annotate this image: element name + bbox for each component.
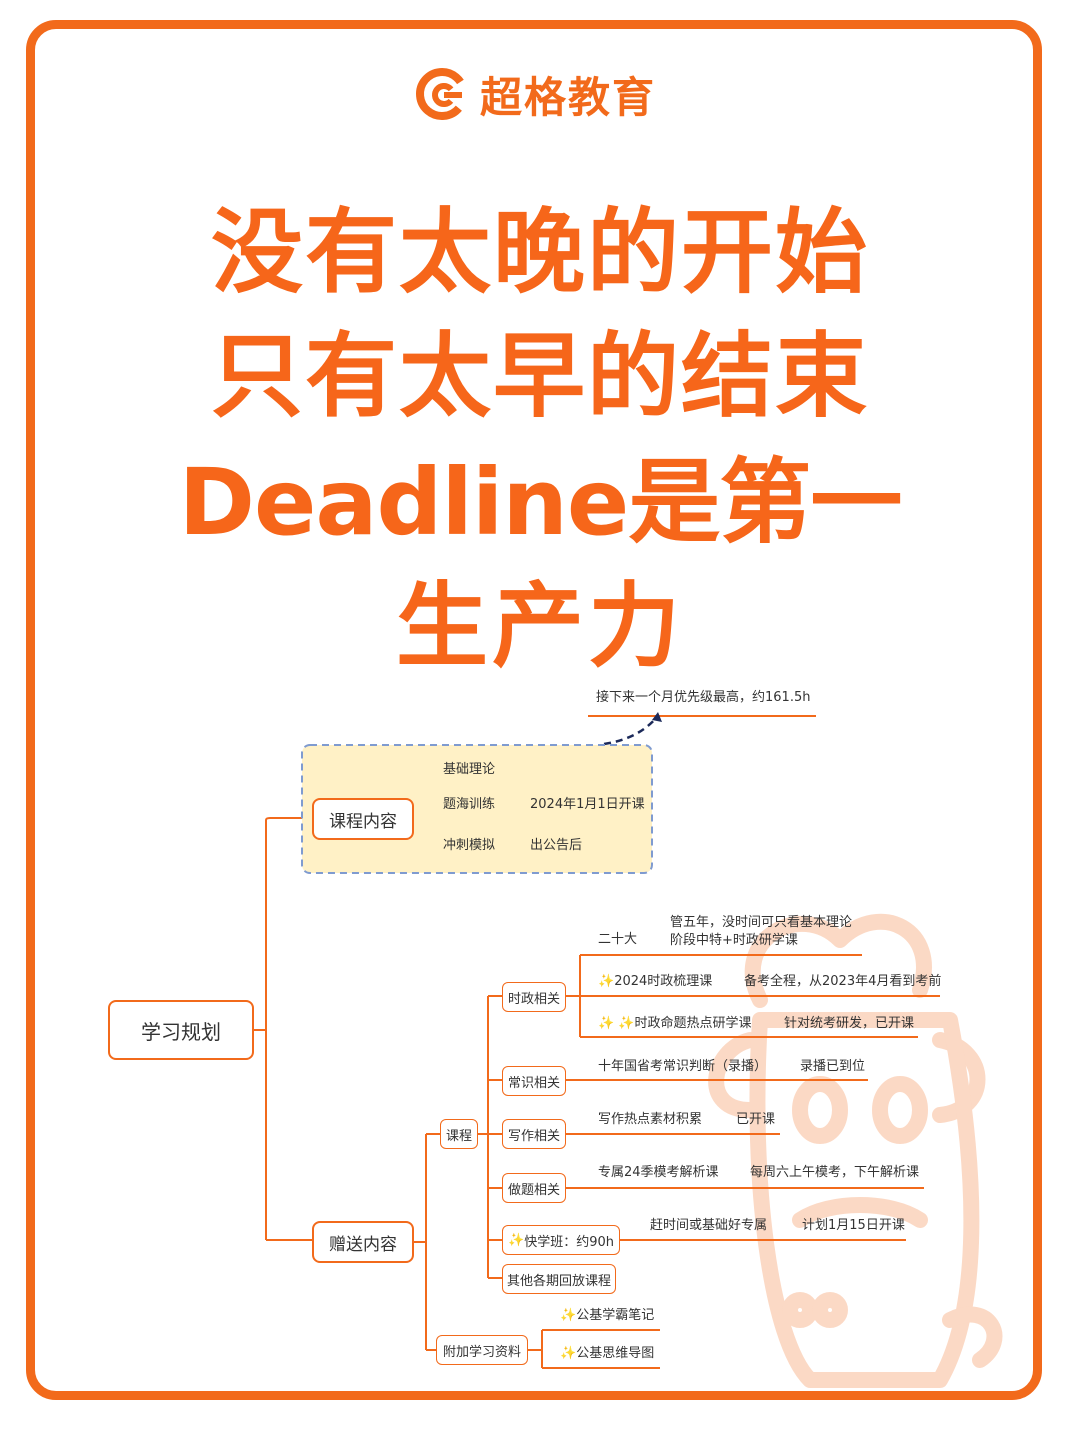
gift-course-node: 课程 xyxy=(440,1119,478,1149)
practice-item-detail: 每周六上午模考，下午解析课 xyxy=(750,1165,920,1180)
sparkle-icon: ✨ xyxy=(560,1346,577,1361)
headline-line-2: 只有太早的结束 xyxy=(210,323,869,430)
brand-logo-icon xyxy=(416,68,468,120)
course-item-sprint: 冲刺模拟 xyxy=(443,838,496,853)
mascot-watermark xyxy=(708,913,1003,1388)
sparkle-icon: ✨ xyxy=(560,1308,577,1323)
practice-node: 做题相关 xyxy=(502,1173,566,1203)
writing-item-detail: 已开课 xyxy=(736,1112,776,1127)
course-item-basic: 基础理论 xyxy=(443,762,496,777)
course-item-drill: 题海训练 xyxy=(443,797,496,812)
sparkle-icon: ✨ xyxy=(598,974,615,989)
fast-class-node: ✨快学班：约90h xyxy=(502,1225,620,1255)
card-frame xyxy=(26,20,1042,1400)
sparkle-icon: ✨ xyxy=(508,1232,525,1248)
fast-class-detail: 计划1月15日开课 xyxy=(802,1218,905,1233)
politics-item-review: ✨2024时政梳理课 xyxy=(598,974,713,989)
politics-item-twenty: 二十大 xyxy=(598,932,638,947)
headline-line-4: 生产力 xyxy=(395,573,684,680)
course-item-sprint-date: 出公告后 xyxy=(530,838,583,853)
headline-line-1: 没有太晚的开始 xyxy=(210,199,869,306)
writing-item: 写作热点素材积累 xyxy=(598,1112,703,1127)
extra-materials-node: 附加学习资料 xyxy=(436,1335,528,1365)
politics-item-hotspot-detail: 针对统考研发，已开课 xyxy=(784,1016,915,1031)
fast-class-item: 赶时间或基础好专属 xyxy=(650,1218,768,1233)
extra-item-mindmap: ✨公基思维导图 xyxy=(560,1346,655,1361)
politics-item-twenty-detail-2: 阶段中特+时政研学课 xyxy=(670,933,798,948)
politics-item-twenty-detail-1: 管五年，没时间可只看基本理论 xyxy=(670,915,853,930)
writing-node: 写作相关 xyxy=(502,1119,566,1149)
common-item: 十年国省考常识判断（录播） xyxy=(598,1059,768,1074)
replay-node: 其他各期回放课程 xyxy=(502,1264,616,1294)
common-node: 常识相关 xyxy=(502,1066,566,1096)
course-content-node: 课程内容 xyxy=(312,798,414,840)
gift-content-node: 赠送内容 xyxy=(312,1221,414,1263)
common-item-detail: 录播已到位 xyxy=(800,1059,866,1074)
headline-line-3: Deadline是第一 xyxy=(178,449,903,556)
extra-item-notes: ✨公基学霸笔记 xyxy=(560,1308,655,1323)
priority-note: 接下来一个月优先级最高，约161.5h xyxy=(596,690,811,705)
practice-item: 专属24季模考解析课 xyxy=(598,1165,719,1180)
sparkle-icon: ✨ ✨ xyxy=(598,1016,635,1031)
root-node: 学习规划 xyxy=(108,1000,254,1060)
politics-item-hotspot: ✨ ✨时政命题热点研学课 xyxy=(598,1016,752,1031)
course-item-drill-date: 2024年1月1日开课 xyxy=(530,797,645,812)
politics-item-review-detail: 备考全程，从2023年4月看到考前 xyxy=(744,974,942,989)
brand-name: 超格教育 xyxy=(480,72,657,122)
politics-node: 时政相关 xyxy=(502,982,566,1012)
brand-logo: 超格教育 xyxy=(414,64,656,124)
